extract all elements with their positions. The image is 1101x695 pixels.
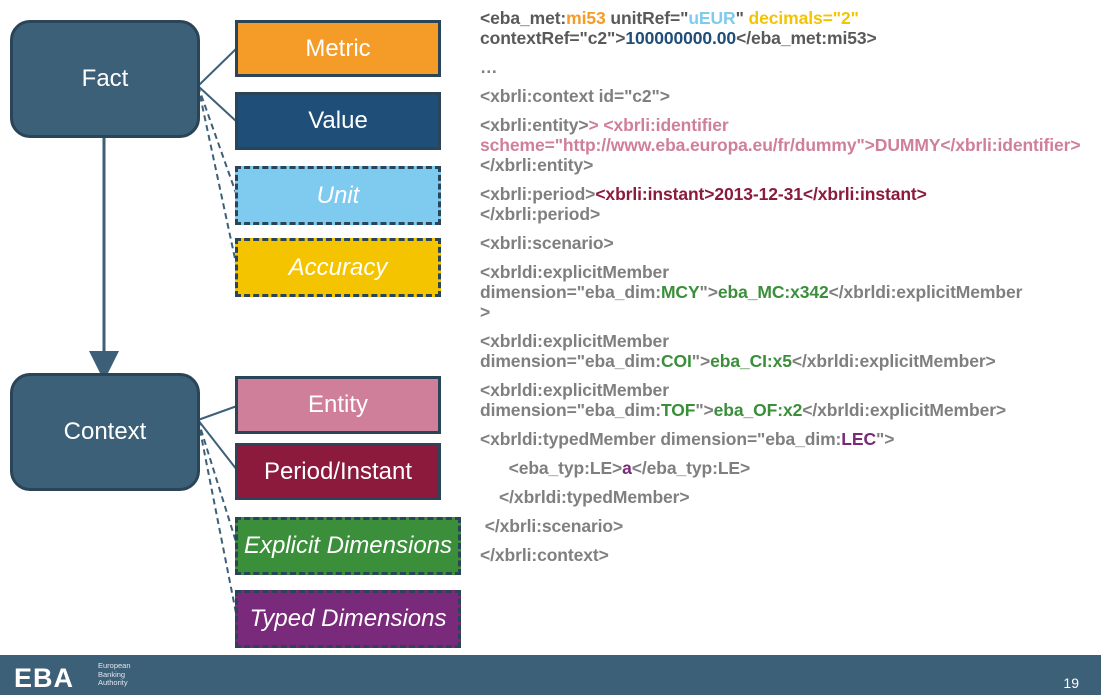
code-line: <xbrldi:explicitMember — [480, 331, 669, 351]
unit-box: Unit — [235, 166, 441, 225]
code-line: > — [480, 302, 491, 322]
code-line: </xbrldi:typedMember> — [480, 487, 690, 507]
code-line: <eba_typ:LE>a</eba_typ:LE> — [480, 458, 751, 478]
link-context-typed — [197, 419, 238, 619]
context-node: Context — [10, 373, 200, 491]
code-line: </xbrli:scenario> — [480, 516, 624, 536]
page-number: 19 — [1063, 675, 1079, 691]
code-line: </xbrli:context> — [480, 545, 609, 565]
code-line: dimension="eba_dim:TOF">eba_OF:x2</xbrld… — [480, 400, 1007, 420]
xml-code-block: <eba_met:mi53 unitRef="uEUR" decimals="2… — [480, 8, 1095, 565]
explicit-dimensions-box: Explicit Dimensions — [235, 517, 461, 575]
code-line: dimension="eba_dim:COI">eba_CI:x5</xbrld… — [480, 351, 996, 371]
metric-box: Metric — [235, 20, 441, 77]
entity-box: Entity — [235, 376, 441, 434]
explicit-dimensions-label: Explicit Dimensions — [243, 532, 453, 559]
code-line: <xbrli:context id="c2"> — [480, 86, 670, 106]
code-line: <xbrli:period><xbrli:instant>2013-12-31<… — [480, 184, 927, 204]
unit-label: Unit — [316, 181, 360, 209]
eba-logo: EBA — [14, 663, 75, 693]
code-line: dimension="eba_dim:MCY">eba_MC:x342</xbr… — [480, 282, 1023, 302]
link-fact-accuracy — [197, 85, 238, 269]
code-line: <xbrli:scenario> — [480, 233, 614, 253]
code-line: scheme="http://www.eba.europa.eu/fr/dumm… — [480, 135, 1081, 175]
link-fact-value — [197, 85, 238, 123]
code-line: <xbrldi:explicitMember — [480, 380, 669, 400]
code-line: </xbrli:period> — [480, 204, 601, 224]
period-label: Period/Instant — [263, 457, 413, 485]
code-line: … — [480, 57, 498, 77]
code-line: <eba_met:mi53 unitRef="uEUR" decimals="2… — [480, 8, 859, 28]
link-context-explicit — [197, 419, 238, 546]
accuracy-label: Accuracy — [288, 253, 388, 281]
period-box: Period/Instant — [235, 443, 441, 500]
link-context-period — [197, 419, 238, 471]
link-fact-metric — [197, 47, 238, 87]
code-line: <xbrli:entity>> <xbrli:identifier — [480, 115, 729, 135]
fact-label: Fact — [81, 65, 129, 92]
link-context-entity — [197, 405, 238, 421]
code-line: contextRef="c2">100000000.00</eba_met:mi… — [480, 28, 877, 48]
context-label: Context — [63, 418, 147, 445]
value-label: Value — [308, 107, 368, 134]
fact-node: Fact — [10, 20, 200, 138]
entity-label: Entity — [307, 391, 369, 418]
metric-label: Metric — [305, 34, 371, 62]
eba-logo-subtitle: European Banking Authority — [98, 661, 131, 687]
typed-dimensions-label: Typed Dimensions — [249, 605, 447, 632]
typed-dimensions-box: Typed Dimensions — [235, 590, 461, 648]
accuracy-box: Accuracy — [235, 238, 441, 297]
code-line: <xbrldi:explicitMember — [480, 262, 669, 282]
code-line: <xbrldi:typedMember dimension="eba_dim:L… — [480, 429, 895, 449]
footer-bar — [0, 655, 1101, 695]
value-box: Value — [235, 92, 441, 150]
